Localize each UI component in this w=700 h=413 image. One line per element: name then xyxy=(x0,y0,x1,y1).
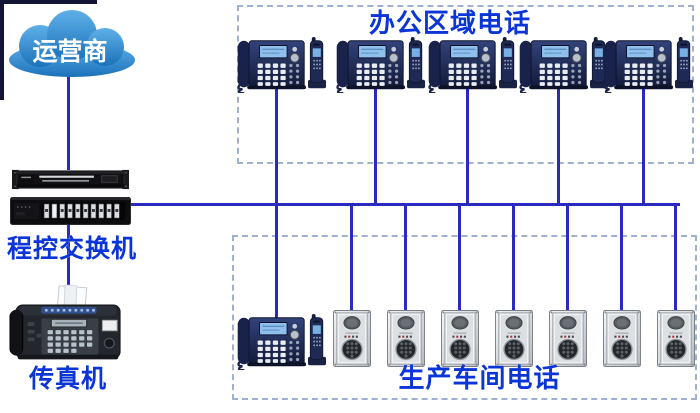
image-edge-top xyxy=(0,0,97,4)
line-intercom-3 xyxy=(458,204,461,319)
line-office-phone-3 xyxy=(466,75,469,204)
wall-intercom-5 xyxy=(549,310,587,367)
line-office-phone-1 xyxy=(275,75,278,204)
wall-intercom-4 xyxy=(495,310,533,367)
line-intercom-4 xyxy=(512,204,515,319)
line-office-phone-5 xyxy=(642,75,645,204)
office-deskphone-2 xyxy=(331,36,426,93)
line-pbx-to-fax xyxy=(67,225,70,303)
office-deskphone-4 xyxy=(514,36,609,93)
office-deskphone-5 xyxy=(599,36,694,93)
office-zone-title: 办公区域电话 xyxy=(368,9,531,39)
fax-label: 传真机 xyxy=(28,364,107,393)
line-intercom-7 xyxy=(674,204,677,319)
line-intercom-2 xyxy=(404,204,407,319)
wall-intercom-2 xyxy=(387,310,425,367)
line-cloud-to-pbx xyxy=(67,74,70,170)
wall-intercom-1 xyxy=(333,310,371,367)
line-intercom-5 xyxy=(566,204,569,319)
wall-intercom-6 xyxy=(603,310,641,367)
office-deskphone-1 xyxy=(232,36,327,93)
production-zone-box xyxy=(232,235,697,400)
operator-label: 运营商 xyxy=(32,37,107,66)
line-office-phone-2 xyxy=(374,75,377,204)
fax-machine xyxy=(8,284,126,368)
line-bus xyxy=(126,203,680,206)
line-intercom-6 xyxy=(620,204,623,319)
line-office-phone-4 xyxy=(557,75,560,204)
production-zone-title: 生产车间电话 xyxy=(398,364,561,394)
line-intercom-1 xyxy=(350,204,353,319)
pbx-main-unit xyxy=(10,197,131,225)
office-deskphone-3 xyxy=(423,36,518,93)
wall-intercom-7 xyxy=(657,310,695,367)
operator-cloud: 运营商 xyxy=(9,10,135,77)
pbx-label: 程控交换机 xyxy=(6,234,137,263)
line-workshop-deskphone xyxy=(275,204,278,330)
wall-intercom-3 xyxy=(441,310,479,367)
workshop-deskphone xyxy=(232,313,327,370)
image-edge-left xyxy=(0,0,4,100)
pbx-top-unit xyxy=(12,168,129,191)
